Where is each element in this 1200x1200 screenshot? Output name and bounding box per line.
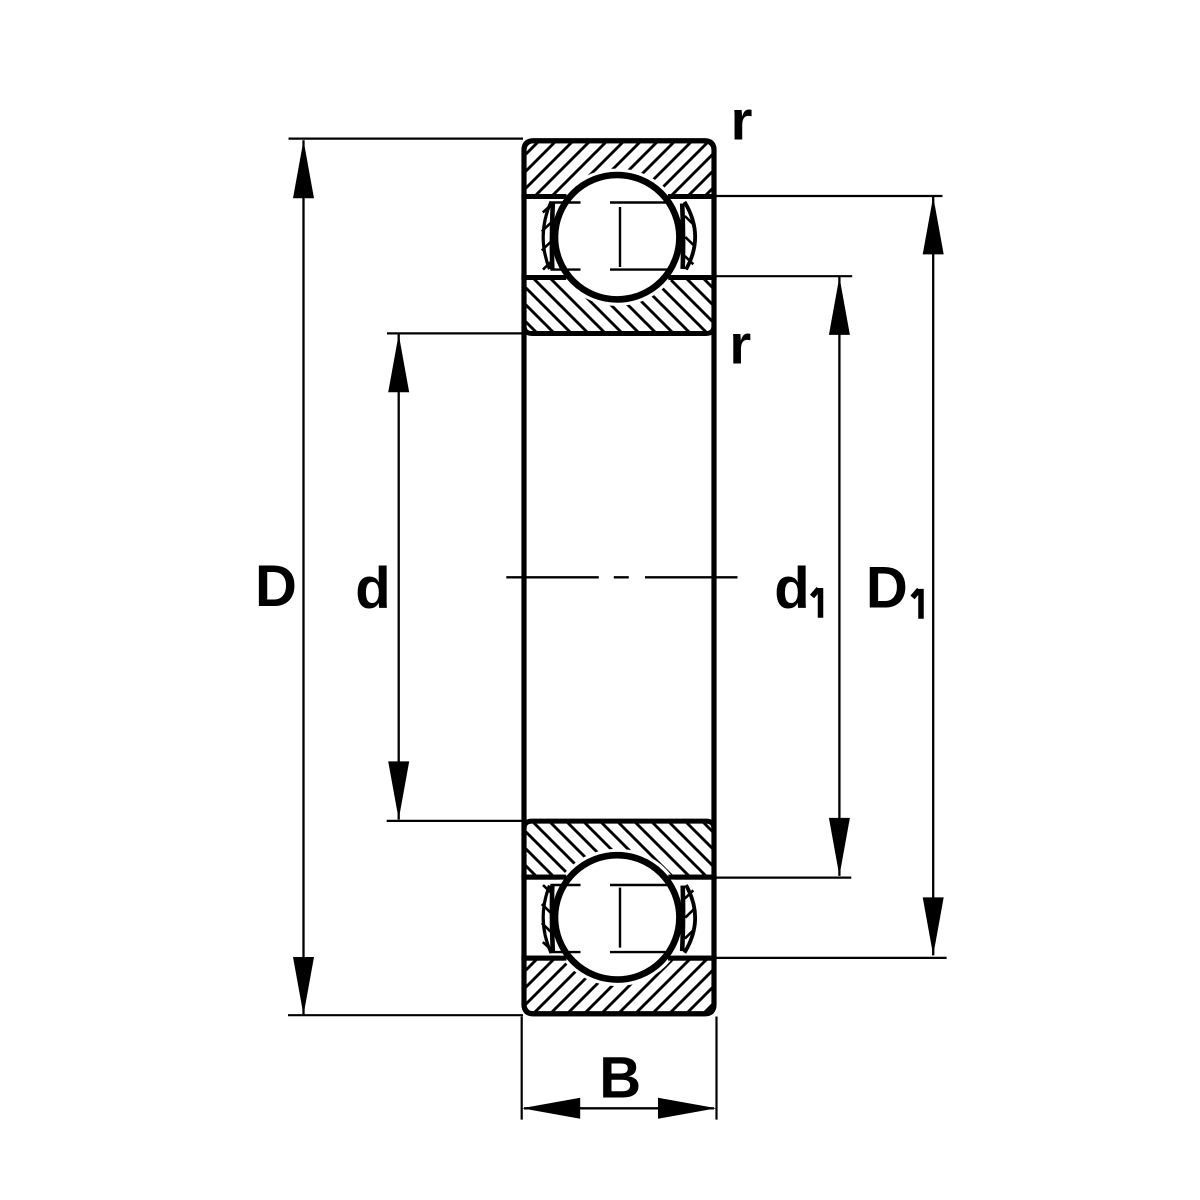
svg-text:D: D (866, 556, 908, 621)
svg-text:B: B (599, 1046, 641, 1111)
svg-text:D: D (255, 554, 297, 619)
svg-text:r: r (729, 313, 751, 376)
svg-text:r: r (731, 89, 753, 152)
svg-text:d: d (355, 556, 390, 621)
svg-text:d: d (774, 556, 809, 621)
